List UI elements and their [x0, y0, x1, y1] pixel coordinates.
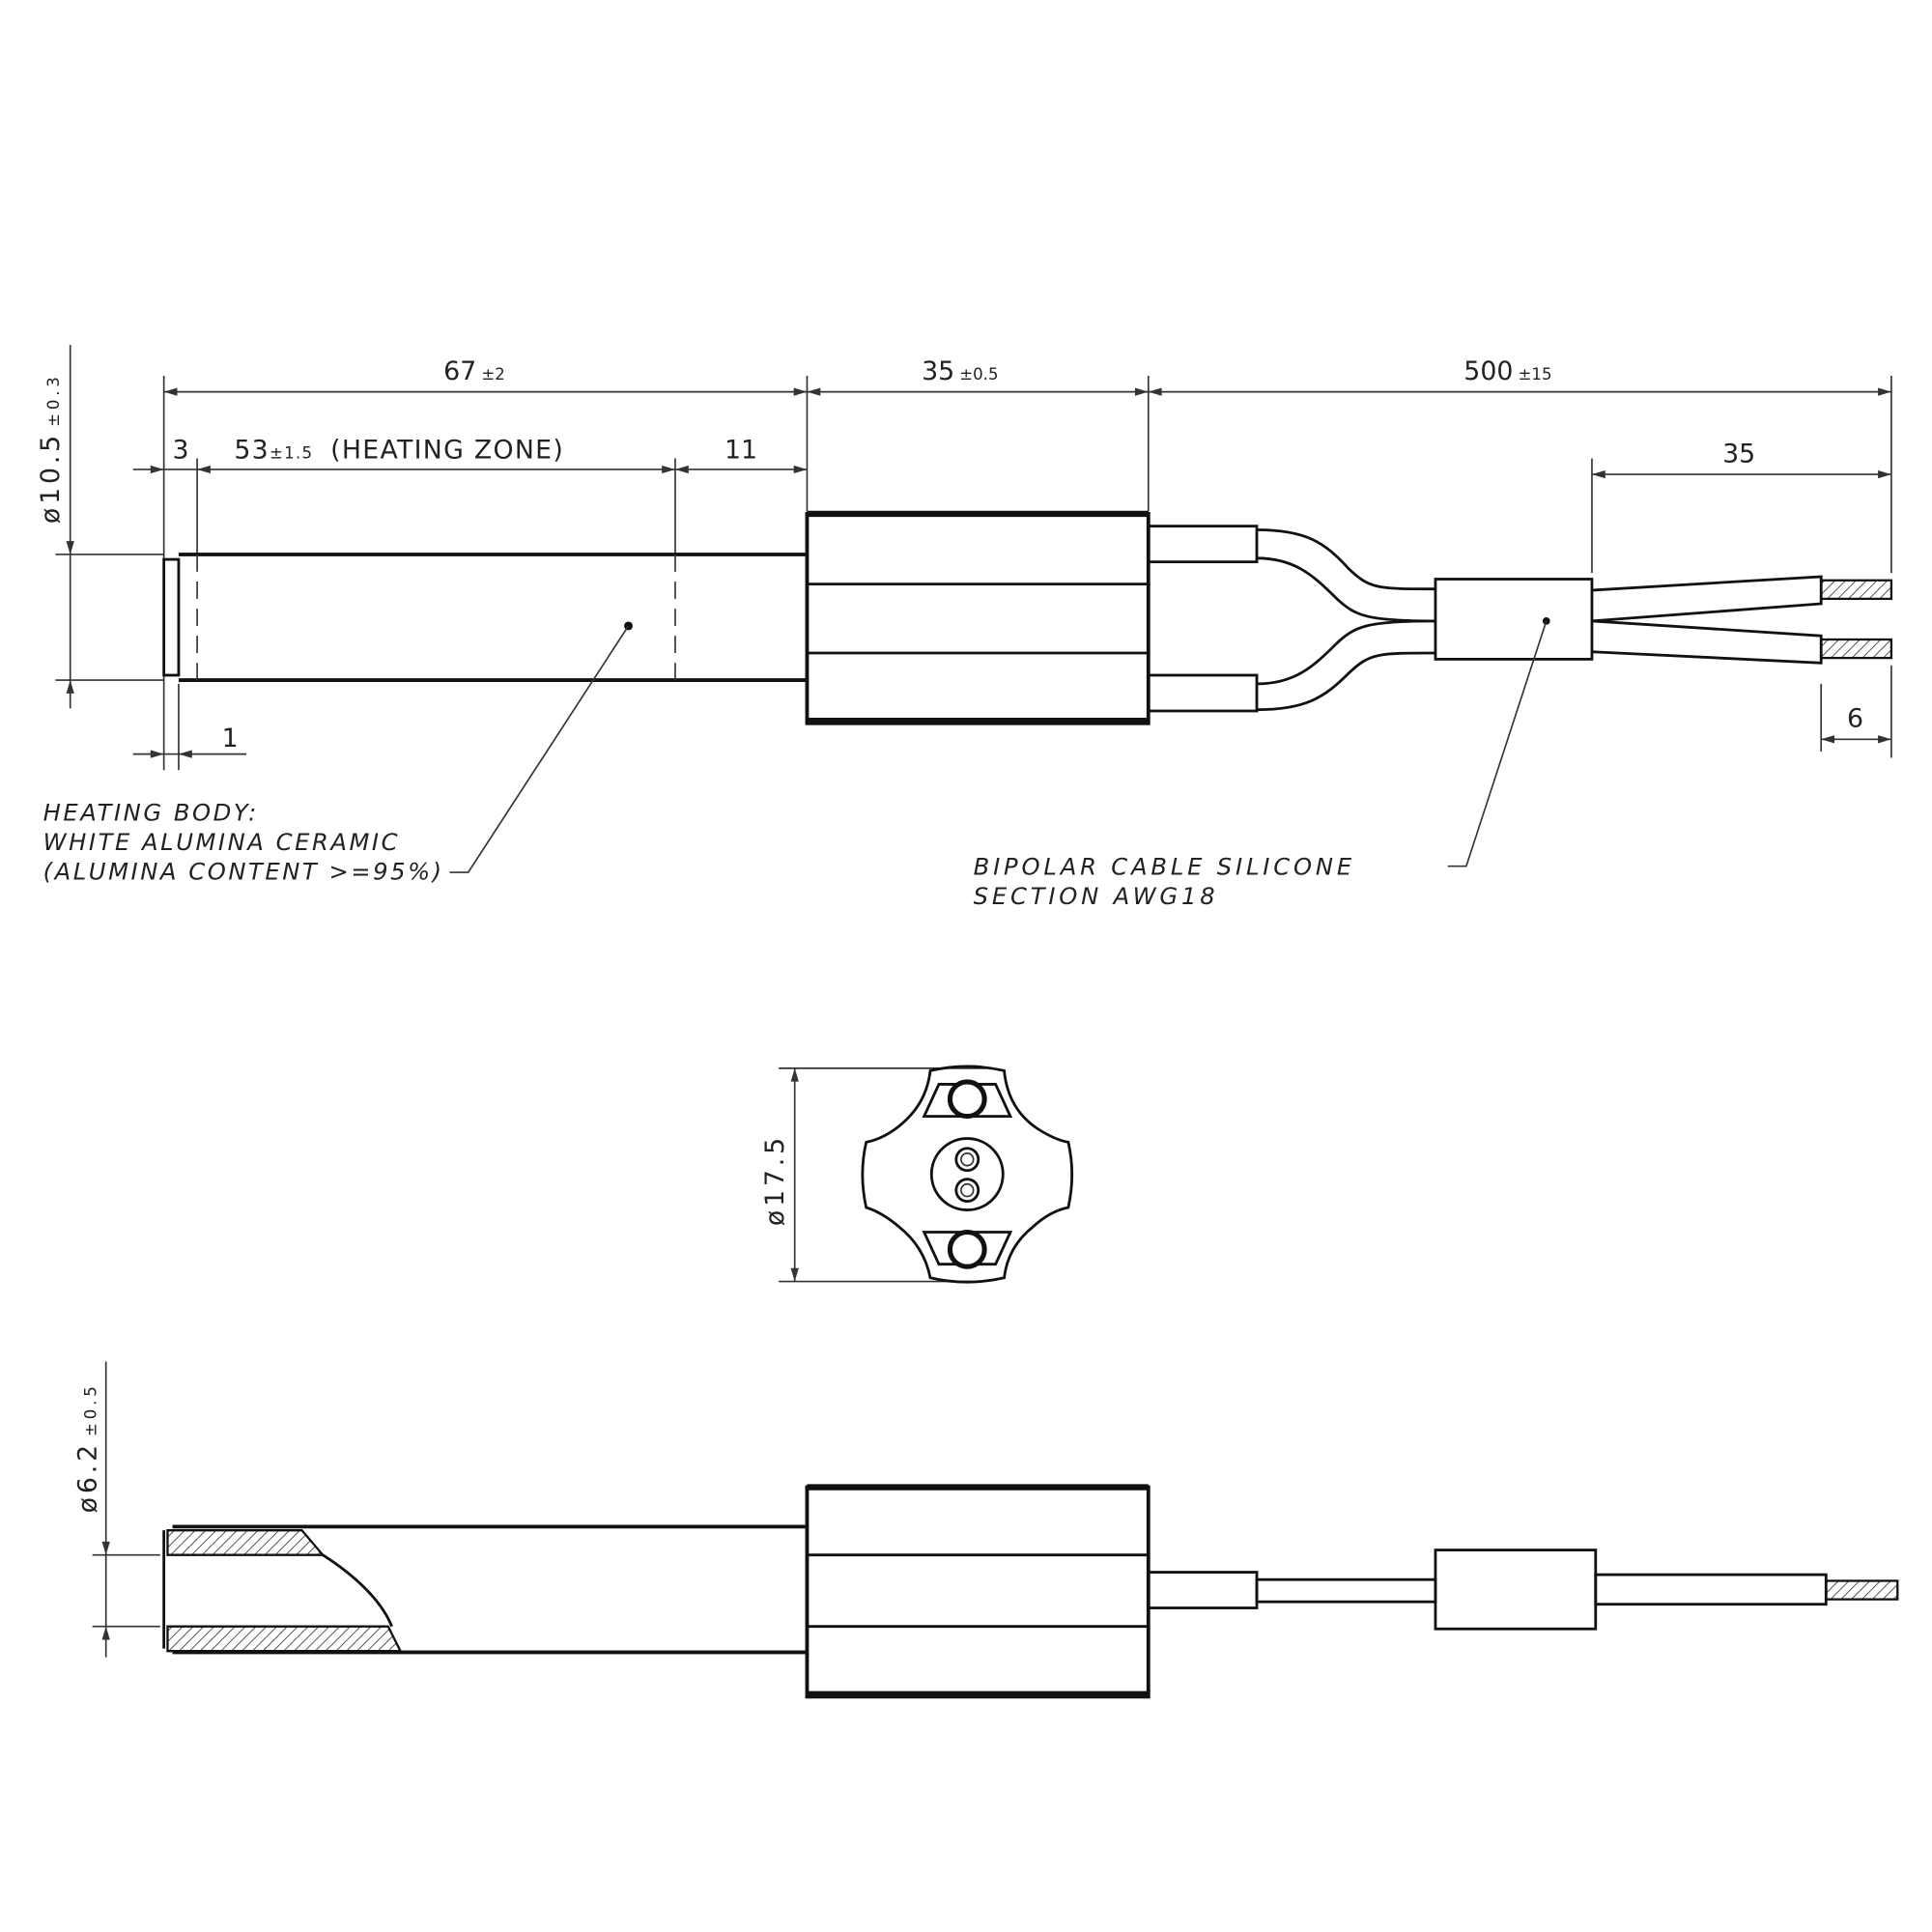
dim-cap: 1 [222, 724, 239, 753]
svg-text:HEATING BODY:: HEATING BODY: [43, 799, 259, 826]
note-heating-body: HEATING BODY: WHITE ALUMINA CERAMIC (ALU… [43, 799, 444, 886]
svg-text:WHITE ALUMINA CERAMIC: WHITE ALUMINA CERAMIC [43, 829, 400, 856]
svg-text:SECTION AWG18: SECTION AWG18 [974, 883, 1219, 910]
dim-strip-length: 6 [1847, 704, 1863, 734]
dim-cable-length: 500±15 [1463, 356, 1551, 386]
dim-heating-zone: 53±1.5(HEATING ZONE) [234, 435, 564, 465]
dim-tip: 3 [173, 435, 189, 465]
connector-body [805, 510, 1151, 725]
dim-body-diameter: ø10.5±0.3 [36, 373, 66, 524]
leader-cable [1447, 620, 1548, 867]
section-view: ø6.2±0.5 [72, 1361, 1899, 1699]
dim-wire-split: 35 [1722, 439, 1755, 469]
heating-body [162, 553, 808, 682]
dim-connector-length: 35±0.5 [922, 356, 998, 386]
dim-connector-diameter: ø17.5 [760, 1134, 790, 1226]
dim-inner-diameter: ø6.2±0.5 [72, 1382, 102, 1513]
dim-cold-end: 11 [724, 435, 757, 465]
svg-text:(ALUMINA CONTENT >=95%): (ALUMINA CONTENT >=95%) [43, 859, 444, 886]
dimension-lines [66, 345, 1891, 758]
svg-text:BIPOLAR CABLE SILICONE: BIPOLAR CABLE SILICONE [974, 854, 1355, 881]
silicone-cable [1147, 525, 1893, 713]
dim-body-length: 67±2 [443, 356, 505, 386]
end-view: ø17.5 [760, 1065, 1074, 1284]
side-view: 67±2 35±0.5 500±15 3 53±1.5(HEATING ZONE… [36, 345, 1893, 911]
leader-body [449, 625, 630, 873]
note-cable: BIPOLAR CABLE SILICONE SECTION AWG18 [974, 854, 1355, 911]
